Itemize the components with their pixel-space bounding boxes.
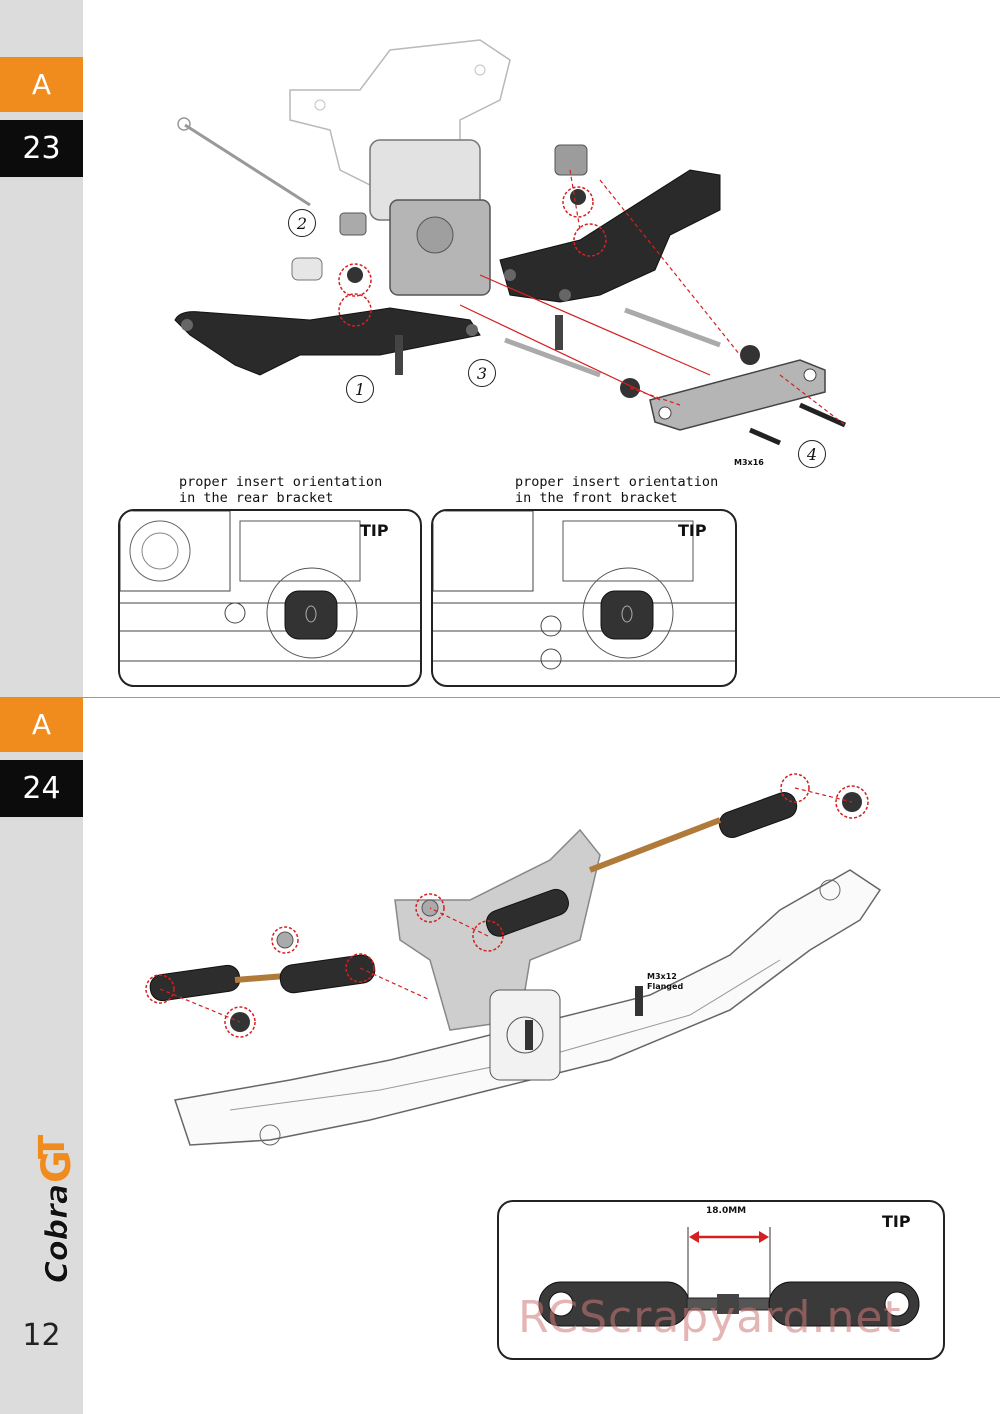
tip-rear-caption-line2: in the rear bracket <box>179 490 334 506</box>
front-bracket-detail-image <box>433 511 735 670</box>
svg-text:G: G <box>34 1150 80 1183</box>
callout-1: 1 <box>346 375 374 403</box>
rear-bracket-detail-image <box>120 511 420 662</box>
section-letter-step-24: A <box>0 697 83 752</box>
tip-front-caption-line2: in the front bracket <box>515 490 678 506</box>
callout-4: 4 <box>798 440 826 468</box>
step-number-24: 24 <box>0 760 83 817</box>
svg-text:T: T <box>32 1135 73 1159</box>
dimension-label: 18.0MM <box>706 1206 747 1216</box>
tip-label-front: TIP <box>678 521 707 540</box>
section-letter-step-23: A <box>0 57 83 112</box>
tip-label-rear: TIP <box>360 521 389 540</box>
tip-label-turnbuckle: TIP <box>882 1212 911 1231</box>
svg-text:Cobra: Cobra <box>40 1184 75 1283</box>
step-23-exploded-view <box>174 39 847 446</box>
screw-label-m3x16: M3x16 <box>734 458 764 467</box>
brand-logo: Cobra G T <box>32 1135 80 1283</box>
screw-label-flanged: Flanged <box>647 982 684 991</box>
callout-2: 2 <box>288 209 316 237</box>
tip-rear-caption-line1: proper insert orientation <box>179 474 383 490</box>
step-divider <box>83 697 1000 698</box>
watermark: RCScrapyard.net <box>518 1292 902 1343</box>
tip-front-caption-line1: proper insert orientation <box>515 474 719 490</box>
turnbuckle-length-image <box>538 1227 920 1327</box>
callout-3: 3 <box>468 359 496 387</box>
tip-box-rear-bracket <box>118 509 422 687</box>
screw-label-m3x12: M3x12 <box>647 972 677 981</box>
page-number: 12 <box>22 1318 61 1353</box>
tip-box-turnbuckle-length <box>497 1200 945 1360</box>
step-24-exploded-view <box>145 773 882 1146</box>
tip-box-front-bracket <box>431 509 737 687</box>
step-number-23: 23 <box>0 120 83 177</box>
